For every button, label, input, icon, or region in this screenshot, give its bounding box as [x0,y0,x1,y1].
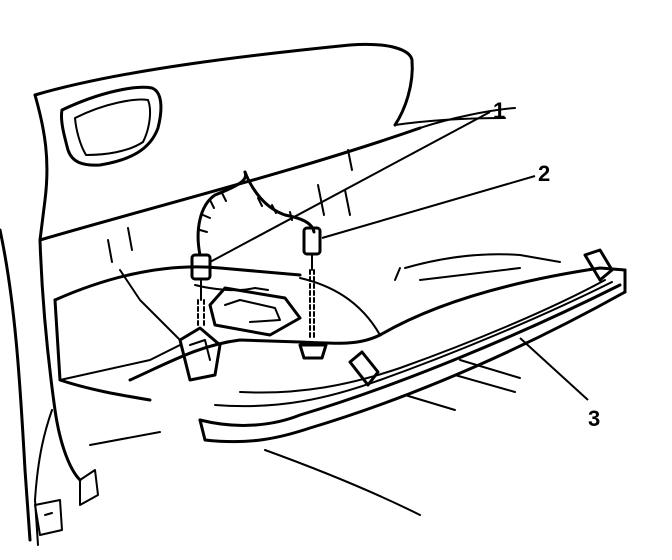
speaker-grille [60,85,163,167]
callout-2-label: 2 [538,161,550,186]
leader-1 [209,111,491,263]
upper-trim-panel [33,42,516,242]
leader-3 [519,337,589,401]
left-pillar [0,228,99,546]
leader-2 [321,175,536,239]
connector-2 [298,226,328,360]
floor-pan [53,149,521,516]
sill-plate [128,248,627,444]
connector-1 [190,253,212,326]
module-bracket [178,286,302,382]
callout-1-label: 1 [493,98,505,123]
callout-3-label: 3 [588,406,600,431]
callout-leaders [209,111,589,401]
